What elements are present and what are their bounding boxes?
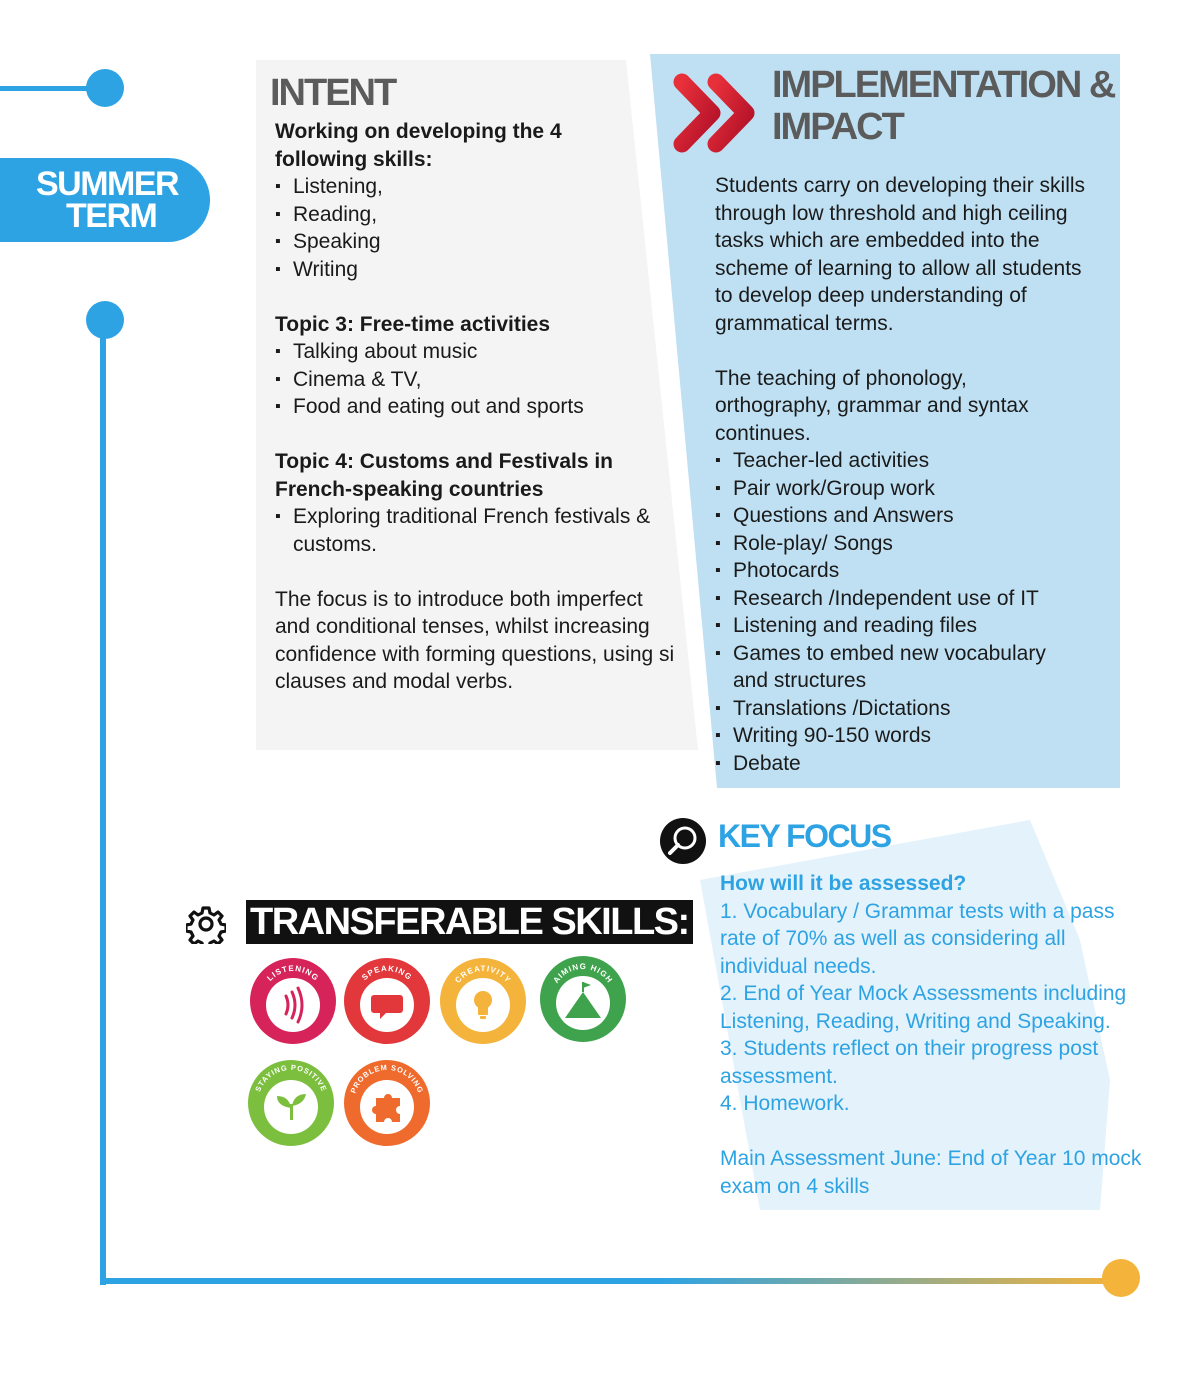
topic3-list: Talking about music Cinema & TV, Food an… [275, 338, 685, 421]
key-focus-content: How will it be assessed? 1. Vocabulary /… [720, 870, 1180, 1200]
intent-title: INTENT [270, 72, 397, 114]
list-item: Questions and Answers [715, 502, 1085, 530]
implementation-para1: Students carry on developing their skill… [715, 174, 1086, 335]
search-icon [660, 818, 706, 864]
assessment-point: 3. Students reflect on their progress po… [720, 1037, 1099, 1088]
term-line1: SUMMER [36, 165, 180, 203]
term-badge: SUMMER TERM [0, 158, 210, 242]
key-focus-title: KEY FOCUS [718, 818, 892, 854]
main-assessment: Main Assessment June: End of Year 10 moc… [720, 1147, 1142, 1198]
puzzle-icon [372, 1094, 400, 1122]
list-item: Cinema & TV, [275, 366, 685, 394]
list-item: Photocards [715, 557, 1085, 585]
timeline-dot-top [86, 69, 124, 107]
sound-waves-icon [284, 986, 304, 1024]
list-item: Talking about music [275, 338, 685, 366]
list-item: Exploring traditional French festivals &… [275, 503, 665, 558]
topic4-list: Exploring traditional French festivals &… [275, 503, 665, 558]
list-item: Food and eating out and sports [275, 393, 685, 421]
assessment-point: 4. Homework. [720, 1092, 850, 1115]
speech-bubble-icon [371, 995, 403, 1019]
skills-heading: Working on developing the 4 following sk… [275, 120, 562, 171]
assessment-question: How will it be assessed? [720, 872, 967, 895]
assessment-point: 2. End of Year Mock Assessments includin… [720, 982, 1127, 1033]
topic3-heading: Topic 3: Free-time activities [275, 312, 551, 336]
timeline-bottom-line [100, 1278, 1122, 1284]
list-item: Research /Independent use of IT [715, 585, 1085, 613]
list-item: Debate [715, 750, 1085, 778]
timeline-vertical-line [100, 320, 106, 1285]
key-focus-background [700, 820, 1110, 1210]
implementation-title-line1: IMPLEMENTATION & [772, 64, 1116, 106]
list-item: Listening and reading files [715, 612, 1085, 640]
list-item: Reading, [275, 201, 685, 229]
plant-icon [277, 1094, 306, 1120]
aiming-high-badge: AIMING HIGH [540, 956, 626, 1042]
intent-content: Working on developing the 4 following sk… [275, 118, 685, 696]
intent-focus-text: The focus is to introduce both imperfect… [275, 587, 675, 694]
list-item: Writing 90-150 words [715, 722, 1085, 750]
list-item: Writing [275, 256, 685, 284]
list-item: Speaking [275, 228, 685, 256]
problem-solving-badge: PROBLEM SOLVING [344, 1060, 430, 1146]
timeline-dot-end [1102, 1259, 1140, 1297]
mountain-flag-icon [565, 982, 601, 1018]
list-item: Pair work/Group work [715, 475, 1085, 503]
double-chevron-icon [673, 73, 755, 153]
implementation-list: Teacher-led activities Pair work/Group w… [715, 447, 1085, 777]
timeline-dot-mid [86, 301, 124, 339]
lightbulb-icon [474, 991, 492, 1019]
list-item: Teacher-led activities [715, 447, 1085, 475]
list-item: Games to embed new vocabulary and struct… [715, 640, 1085, 695]
term-line2: TERM [66, 197, 158, 235]
implementation-title-line2: IMPACT [772, 106, 905, 148]
topic4-heading: Topic 4: Customs and Festivals in French… [275, 450, 614, 501]
staying-positive-badge: STAYING POSITIVE [248, 1060, 334, 1146]
list-item: Translations /Dictations [715, 695, 1085, 723]
implementation-title: IMPLEMENTATION & IMPACT [772, 64, 1116, 148]
list-item: Role-play/ Songs [715, 530, 1085, 558]
skills-list: Listening, Reading, Speaking Writing [275, 173, 685, 283]
assessment-point: 1. Vocabulary / Grammar tests with a pas… [720, 899, 1115, 978]
listening-badge: LISTENING [250, 958, 336, 1044]
list-item: Listening, [275, 173, 685, 201]
timeline-top-line [0, 86, 100, 91]
creativity-badge: CREATIVITY [440, 958, 526, 1044]
implementation-para2: The teaching of phonology, orthography, … [715, 366, 1029, 445]
implementation-content: Students carry on developing their skill… [715, 172, 1110, 777]
gear-icon [186, 906, 226, 944]
speaking-badge: SPEAKING [344, 958, 430, 1044]
transferable-skills-title: TRANSFERABLE SKILLS: [246, 900, 693, 944]
